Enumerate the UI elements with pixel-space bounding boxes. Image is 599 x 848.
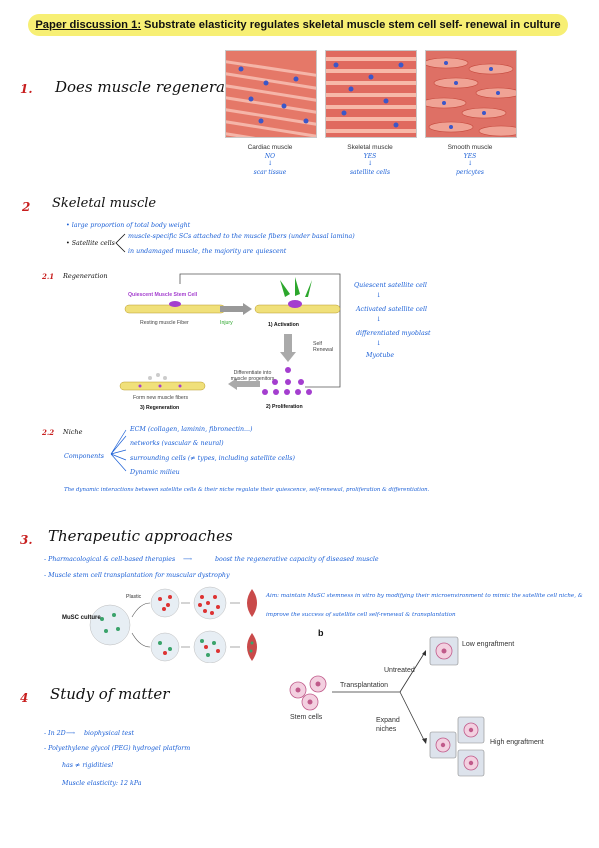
qsc-label: Quiescent Muscle Stem Cell [128, 292, 198, 298]
skeletal-note: satellite cells [349, 169, 391, 176]
sub-2-2-label: Niche [63, 428, 83, 436]
flow-arrow-2: ↓ [376, 316, 382, 323]
section-1-number: 1. [20, 82, 33, 96]
title-text: Substrate elasticity regulates skeletal … [144, 19, 561, 31]
regeneration-diagram [119, 273, 341, 395]
s4-arrow: ⟶ [66, 730, 76, 737]
s3-arrow: ⟶ [183, 556, 193, 563]
smooth-muscle-image [425, 50, 517, 138]
aim-text: Aim: maintain MuSC stemness in vitro by … [266, 593, 583, 599]
satellite-brace [115, 233, 126, 253]
s2-bullet-2: • Satellite cells [66, 240, 115, 247]
sub-2-1-label: Regeneration [63, 272, 108, 280]
page-title: Paper discussion 1: Substrate elasticity… [28, 14, 568, 36]
skeletal-muscle-image [325, 50, 417, 138]
s3-bullet-1: - Pharmacological & cell-based therapies [44, 556, 176, 563]
sub-2-2-number: 2.2 [42, 428, 55, 437]
s2-bullet-2a: muscle-specific SCs attached to the musc… [128, 233, 355, 240]
s4-bullet-2: - Polyethylene glycol (PEG) hydrogel pla… [44, 745, 191, 752]
low-engraftment-label: Low engraftment [462, 641, 515, 648]
flow-step-1: Quiescent satellite cell [354, 282, 427, 289]
cardiac-arrow: ↓ [267, 160, 273, 167]
section-1-heading: Does muscle regenerate? [55, 78, 248, 96]
stem-cells-label: Stem cells [290, 714, 323, 721]
niche-item-3: surrounding cells (≠ types, including sa… [130, 455, 295, 462]
skeletal-label: Skeletal muscle [347, 144, 393, 151]
plastic-label: Plastic [126, 594, 142, 600]
regeneration-label: 3) Regeneration [140, 405, 180, 411]
flow-step-2: Activated satellite cell [356, 306, 428, 313]
smooth-arrow: ↓ [467, 160, 473, 167]
flow-arrow-1: ↓ [376, 292, 382, 299]
musc-culture-diagram [89, 586, 257, 663]
niche-brace [110, 429, 127, 472]
engraftment-figure [289, 636, 485, 777]
cardiac-muscle-image [225, 50, 317, 138]
s2-bullet-2b: in undamaged muscle, the majority are qu… [128, 248, 287, 255]
sub-2-1-number: 2.1 [42, 272, 55, 281]
untreated-label: Untreated [384, 667, 415, 674]
s4-bullet-3: has ≠ rigidities! [62, 762, 114, 769]
section-4-number: 4 [20, 691, 29, 705]
niche-item-4: Dynamic milieu [130, 469, 180, 476]
form-fibers-label: Form new muscle fibers [133, 395, 189, 401]
differentiate-label: Differentiate into muscle progenitors [230, 370, 275, 382]
cardiac-note: scar tissue [253, 169, 287, 176]
smooth-answer: YES [463, 153, 477, 160]
resting-label: Resting muscle Fiber [140, 320, 189, 326]
injury-label: Injury [220, 320, 233, 326]
s4-bullet-4: Muscle elasticity: 12 kPa [62, 780, 142, 787]
high-engraftment-label: High engraftment [490, 739, 544, 746]
musc-culture-label: MuSC culture [62, 615, 101, 621]
figure-b-label: b [318, 628, 324, 638]
skeletal-arrow: ↓ [367, 160, 373, 167]
proliferation-label: 2) Proliferation [266, 404, 303, 410]
skeletal-answer: YES [363, 153, 377, 160]
niche-item-2: networks (vascular & neural) [130, 440, 224, 447]
self-renewal-label: Self Renewal [313, 341, 334, 353]
s4-bullet-1b: biophysical test [84, 730, 135, 737]
section-2-number: 2 [22, 200, 31, 214]
activation-label: 1) Activation [268, 322, 299, 328]
section-2-heading: Skeletal muscle [52, 196, 157, 211]
cardiac-label: Cardiac muscle [247, 144, 293, 151]
aim-text-2: improve the success of satellite cell se… [266, 612, 456, 618]
section-3-number: 3. [20, 533, 33, 547]
s3-bullet-2: - Muscle stem cell transplantation for m… [44, 572, 230, 579]
title-prefix: Paper discussion 1: [35, 19, 142, 31]
s3-bullet-1b: boost the regenerative capacity of disea… [215, 556, 379, 563]
s4-bullet-1: - In 2D [44, 730, 66, 737]
components-label: Components [64, 453, 105, 460]
smooth-note: pericytes [456, 169, 484, 176]
flow-step-4: Myotube [366, 352, 395, 359]
cardiac-answer: NO [264, 153, 276, 160]
transplantation-label: Transplantation [340, 682, 388, 689]
niche-summary: The dynamic interactions between satelli… [64, 487, 430, 493]
flow-step-3: differentiated myoblast [356, 330, 431, 337]
s2-bullet-1: • large proportion of total body weight [66, 222, 191, 229]
section-4-heading: Study of matter [50, 685, 170, 703]
section-3-heading: Therapeutic approaches [48, 527, 233, 545]
expand-niches-label: Expand niches [376, 717, 400, 733]
smooth-label: Smooth muscle [447, 144, 493, 151]
niche-item-1: ECM (collagen, laminin, fibronectin...) [130, 426, 253, 433]
flow-arrow-3: ↓ [376, 340, 382, 347]
